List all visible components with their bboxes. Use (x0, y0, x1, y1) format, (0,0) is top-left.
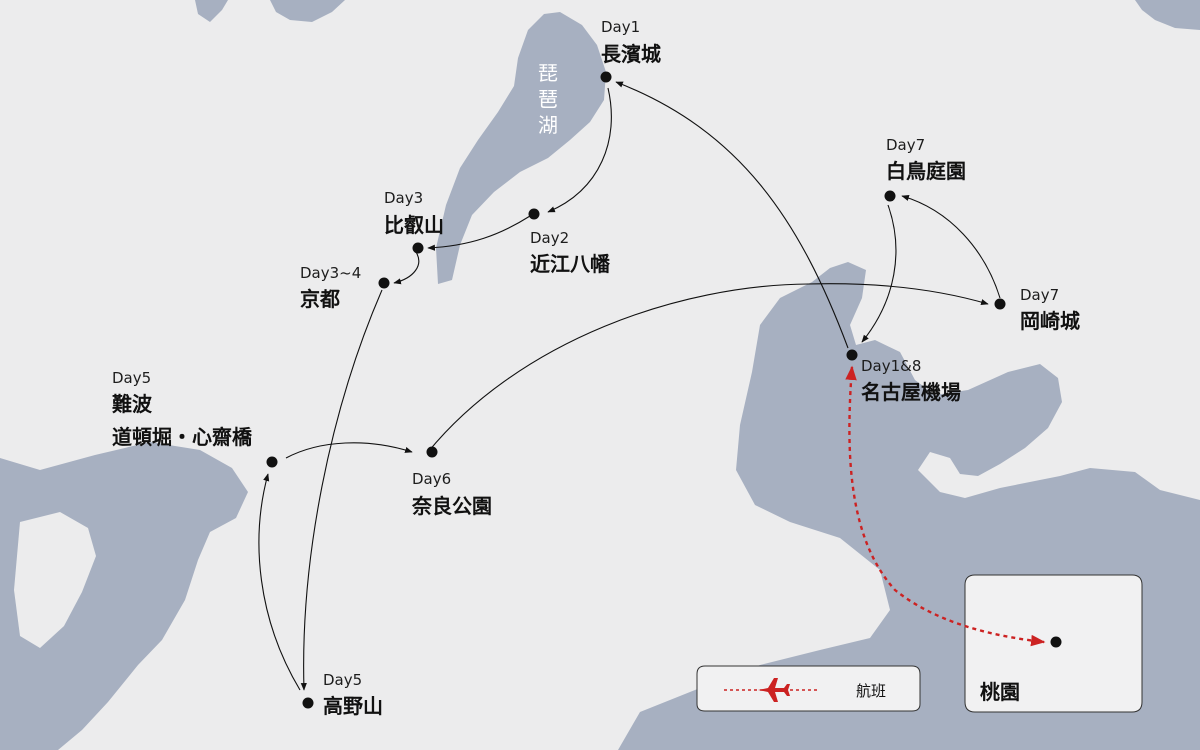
point-nagoya-airport (846, 349, 858, 361)
point-nara (426, 446, 438, 458)
place-label-namba: 難波 (112, 392, 153, 416)
day-label-nagahama: Day1 (601, 18, 640, 36)
route-koyasan-to-namba (258, 473, 301, 691)
place-label-nagahama: 長濱城 (601, 42, 661, 66)
flight-route-taoyuan-nagoya (845, 365, 1046, 647)
route-nagahama-to-omihachiman (547, 87, 612, 213)
coast-top (270, 0, 345, 22)
day-label-okazaki: Day7 (1020, 286, 1059, 304)
lake-char-3: 湖 (538, 113, 558, 137)
label-layer: Day1 長濱城 Day2 近江八幡 Day3 比叡山 Day3~4 京都 Da… (112, 18, 1080, 718)
day-label-shiratori: Day7 (886, 136, 925, 154)
route-layer (258, 81, 1046, 691)
day-label-namba: Day5 (112, 369, 151, 387)
legend-box (696, 665, 921, 712)
point-kyoto (378, 277, 390, 289)
place-label-shiratori: 白鳥庭園 (886, 159, 966, 183)
place-label-koyasan: 高野山 (323, 694, 383, 718)
point-shiratori (884, 190, 896, 202)
place-label-taoyuan: 桃園 (980, 680, 1020, 704)
day-label-koyasan: Day5 (323, 671, 362, 689)
point-koyasan (302, 697, 314, 709)
route-airport-to-nagahama (615, 81, 849, 349)
day-label-hieizan: Day3 (384, 189, 423, 207)
day-label-kyoto: Day3~4 (300, 264, 361, 282)
day-label-nara: Day6 (412, 470, 451, 488)
lake-char-2: 琶 (538, 87, 558, 111)
route-nara-to-okazaki (427, 283, 989, 453)
point-okazaki (994, 298, 1006, 310)
route-kyoto-to-koyasan (300, 289, 383, 691)
place-label-hieizan: 比叡山 (384, 213, 444, 237)
place-label-nara: 奈良公園 (411, 494, 492, 518)
day-label-omihachiman: Day2 (530, 229, 569, 247)
legend-flight-label: 航班 (856, 682, 886, 700)
lake-biwa-label: 琵 琶 湖 (538, 61, 558, 137)
point-layer (266, 71, 1062, 709)
day-label-nagoya-airport: Day1&8 (861, 357, 921, 375)
route-okazaki-to-shiratori (901, 194, 1001, 299)
place-label-nagoya-airport: 名古屋機場 (861, 380, 961, 404)
place-label-dotonbori: 道頓堀・心齋橋 (112, 425, 253, 449)
route-omihachiman-to-hieizan (427, 215, 531, 251)
island-awaji (14, 512, 96, 648)
legend: 航班 (724, 678, 886, 702)
point-nagahama (600, 71, 612, 83)
place-label-okazaki: 岡崎城 (1020, 309, 1080, 333)
route-shiratori-to-airport (861, 204, 897, 343)
point-namba (266, 456, 278, 468)
airplane-icon (758, 678, 790, 702)
route-namba-to-nara (285, 442, 413, 459)
point-hieizan (412, 242, 424, 254)
route-hieizan-to-kyoto (393, 251, 420, 285)
place-label-omihachiman: 近江八幡 (530, 252, 611, 276)
coast-top-right (1135, 0, 1200, 30)
point-taoyuan (1050, 636, 1062, 648)
lake-biwa (436, 12, 606, 284)
place-label-kyoto: 京都 (300, 287, 340, 311)
island-top-left (195, 0, 228, 22)
lake-char-1: 琵 (538, 61, 558, 85)
point-omihachiman (528, 208, 540, 220)
